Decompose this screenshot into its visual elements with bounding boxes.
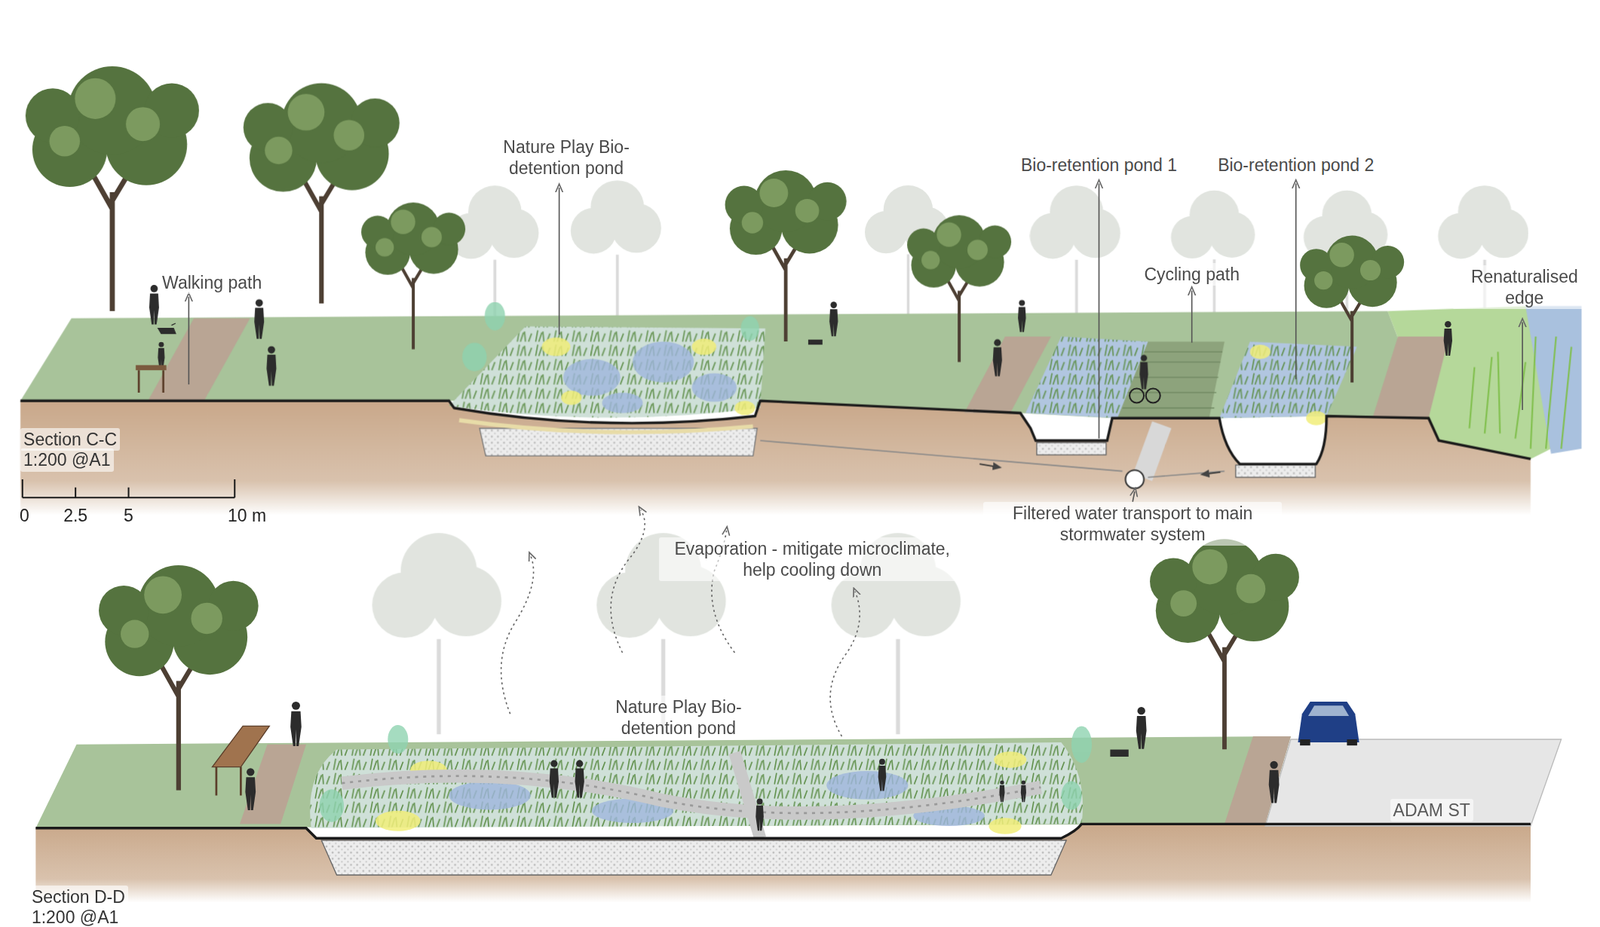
- section-title: Section D-D: [28, 885, 129, 909]
- scale-number: 5: [120, 504, 137, 528]
- scale-number: 10 m: [224, 504, 270, 528]
- callout-label: Cycling path: [1140, 263, 1243, 286]
- scale-note: 1:200 @A1: [20, 448, 114, 472]
- scale-number: 2.5: [60, 504, 91, 528]
- callout-label: Nature Play Bio-detention pond: [475, 135, 658, 180]
- callout-label: Walking path: [159, 271, 265, 295]
- callout-label: Filtered water transport to main stormwa…: [983, 502, 1282, 546]
- scale-number: 0: [16, 504, 33, 528]
- scale-note: 1:200 @A1: [28, 906, 122, 927]
- section-title: Section C-C: [20, 428, 120, 451]
- street-name: ADAM ST: [1390, 799, 1474, 822]
- callout-label: Bio-retention pond 2: [1214, 153, 1377, 177]
- callout-label: Renaturalised edge: [1452, 265, 1597, 310]
- callout-label: Nature Play Bio-detention pond: [587, 695, 770, 740]
- note-label: Evaporation - mitigate microclimate, hel…: [659, 537, 966, 582]
- callout-label: Bio-retention pond 1: [1017, 153, 1181, 177]
